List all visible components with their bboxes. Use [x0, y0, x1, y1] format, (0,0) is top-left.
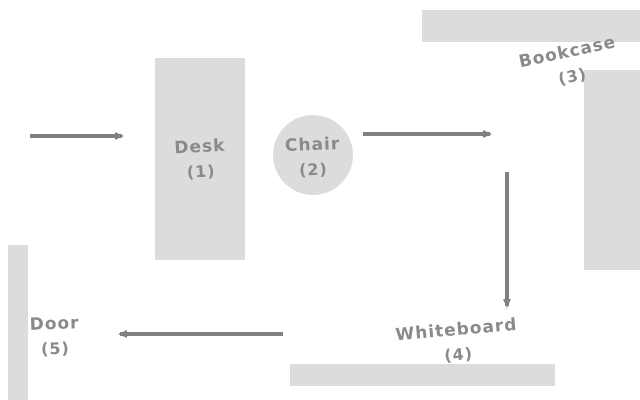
desk-shape [155, 58, 245, 260]
whiteboard-label: Whiteboard (4) [388, 312, 527, 371]
chair-label: Chair (2) [277, 132, 349, 182]
door-label-text: Door [29, 313, 80, 335]
door-label: Door (5) [24, 311, 86, 361]
desk-label-text: Desk [173, 135, 226, 159]
bookcase-side-shape [584, 70, 640, 270]
door-label-number: (5) [40, 338, 71, 359]
chair-shape [273, 115, 353, 195]
desk-label: Desk (1) [162, 133, 239, 185]
chair-label-text: Chair [284, 134, 341, 156]
whiteboard-shape [290, 364, 555, 386]
chair-label-number: (2) [298, 159, 329, 180]
door-shape [8, 245, 28, 400]
desk-label-number: (1) [186, 160, 216, 182]
bookcase-top-shape [422, 10, 640, 42]
